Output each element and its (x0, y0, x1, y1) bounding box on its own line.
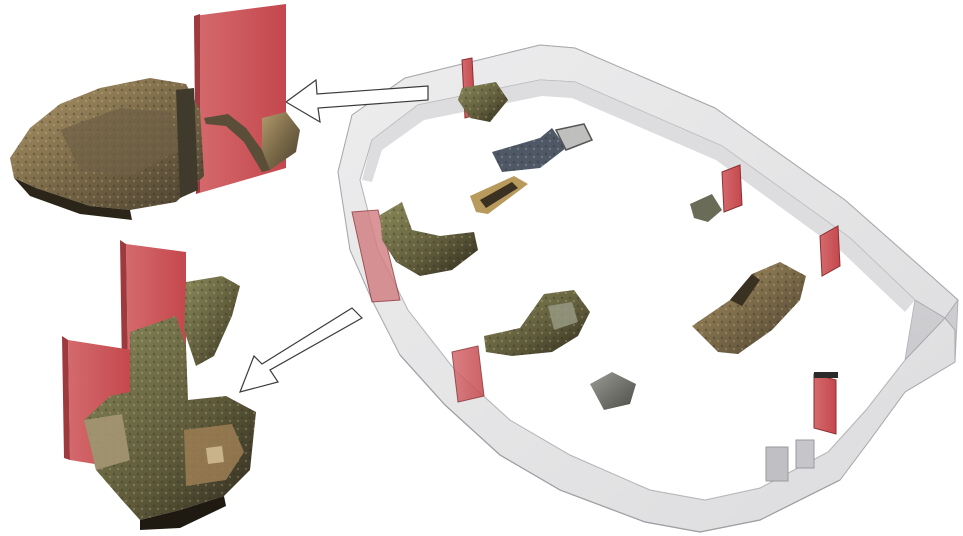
section-marker-cap (814, 372, 838, 378)
detail-model-upper (10, 4, 300, 220)
section-marker (814, 374, 836, 434)
detail-model-lower (62, 240, 256, 530)
callout-arrow-lower (240, 308, 362, 392)
section-marker (722, 165, 742, 212)
wall-opening-1 (766, 447, 788, 481)
wall-opening-2 (796, 440, 814, 468)
enclosure-wall (338, 45, 958, 532)
courtyard-floor (360, 80, 915, 500)
section-marker (452, 346, 484, 402)
